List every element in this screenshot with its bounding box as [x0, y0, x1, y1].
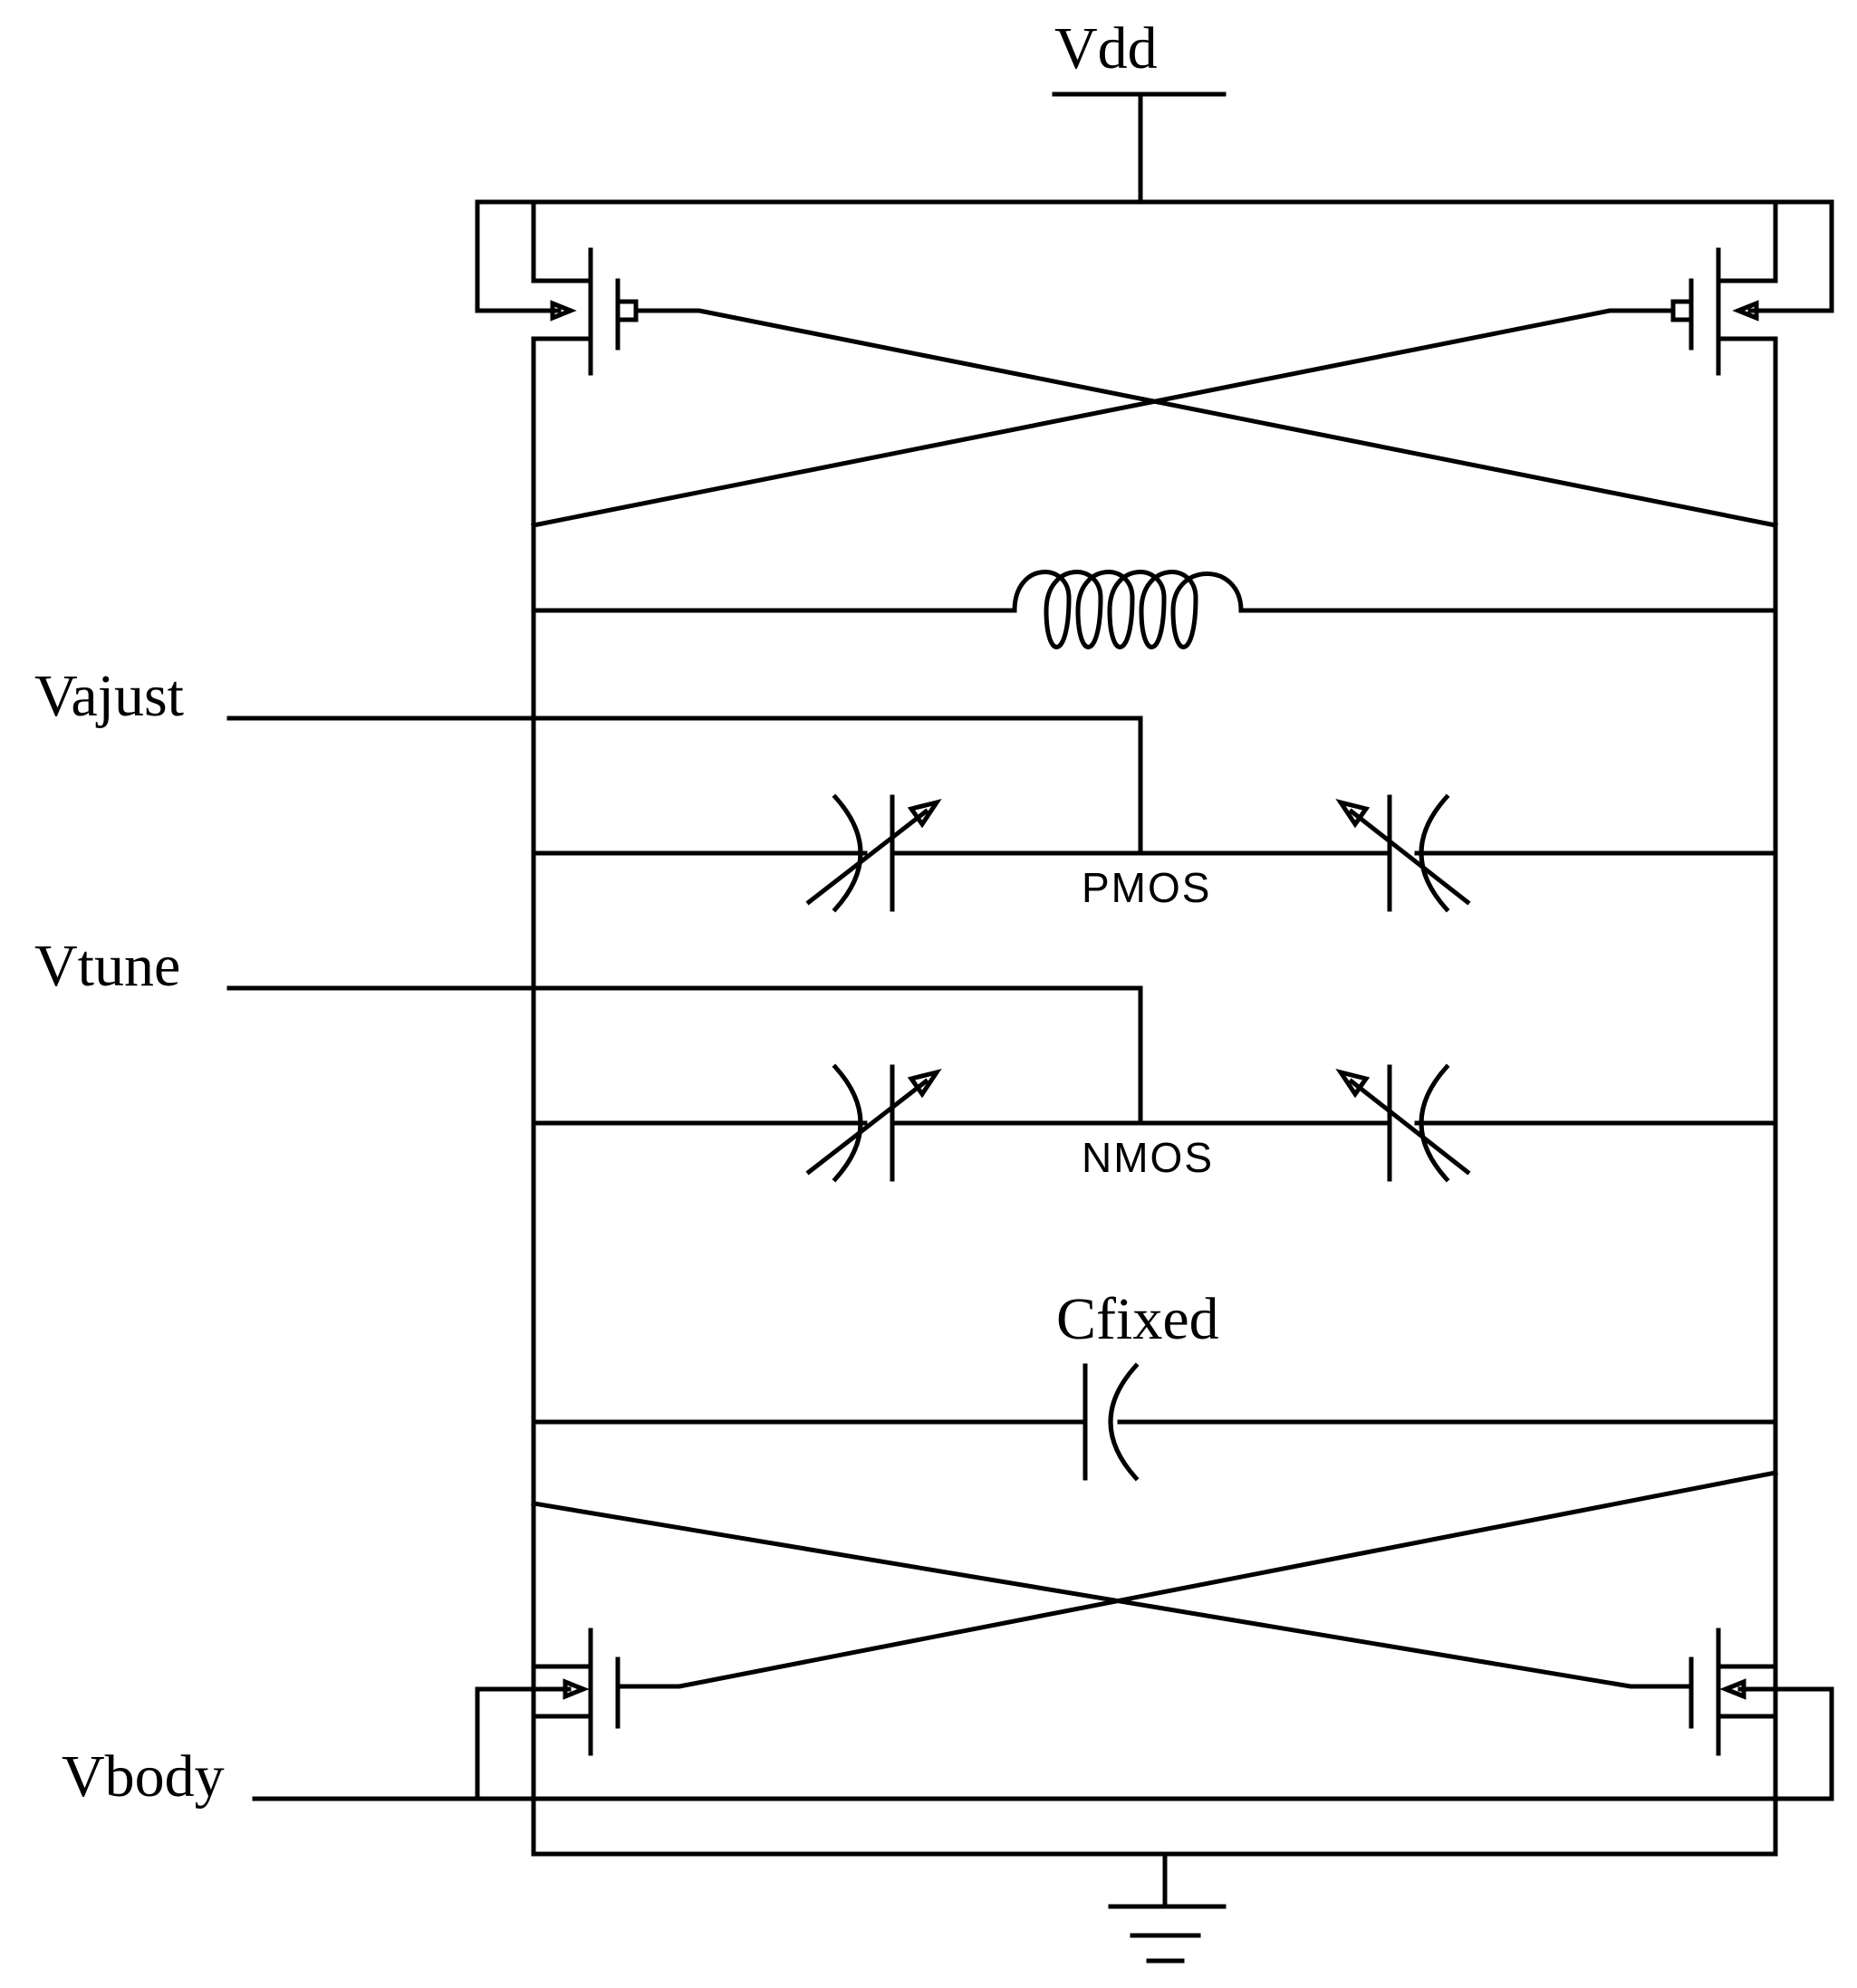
- right-pmos-transistor: [1670, 199, 1834, 528]
- top-cross-coupling: [531, 308, 1778, 528]
- nmos-varactor-pair: [531, 1063, 1778, 1183]
- nmos-varactor-label: NMOS: [1082, 1134, 1214, 1181]
- pmos-varactor-label: PMOS: [1082, 864, 1211, 911]
- vtune-label: Vtune: [34, 933, 180, 999]
- left-nmos-transistor: [475, 1628, 621, 1857]
- vtune-wire: [226, 985, 1143, 1126]
- right-nmos-transistor: [1689, 1628, 1834, 1857]
- left-pmos-transistor: [475, 199, 639, 528]
- pmos-varactor-right: [1335, 793, 1471, 913]
- pmos-varactor-left: [805, 793, 942, 913]
- nmos-varactor-right: [1335, 1063, 1471, 1183]
- bottom-cross-coupling: [531, 1470, 1778, 1689]
- ground-symbol: [1108, 1851, 1227, 1964]
- vajust-label: Vajust: [34, 663, 184, 729]
- inductor: [531, 570, 1778, 649]
- vdd-label: Vdd: [1054, 15, 1158, 82]
- nmos-varactor-left: [805, 1063, 942, 1183]
- vbody-label: Vbody: [62, 1743, 225, 1810]
- cfixed-label: Cfixed: [1056, 1286, 1219, 1352]
- vajust-wire: [226, 715, 1143, 856]
- pmos-varactor-pair: [531, 793, 1778, 913]
- vdd-supply: [475, 91, 1834, 205]
- fixed-capacitor: [531, 1362, 1778, 1482]
